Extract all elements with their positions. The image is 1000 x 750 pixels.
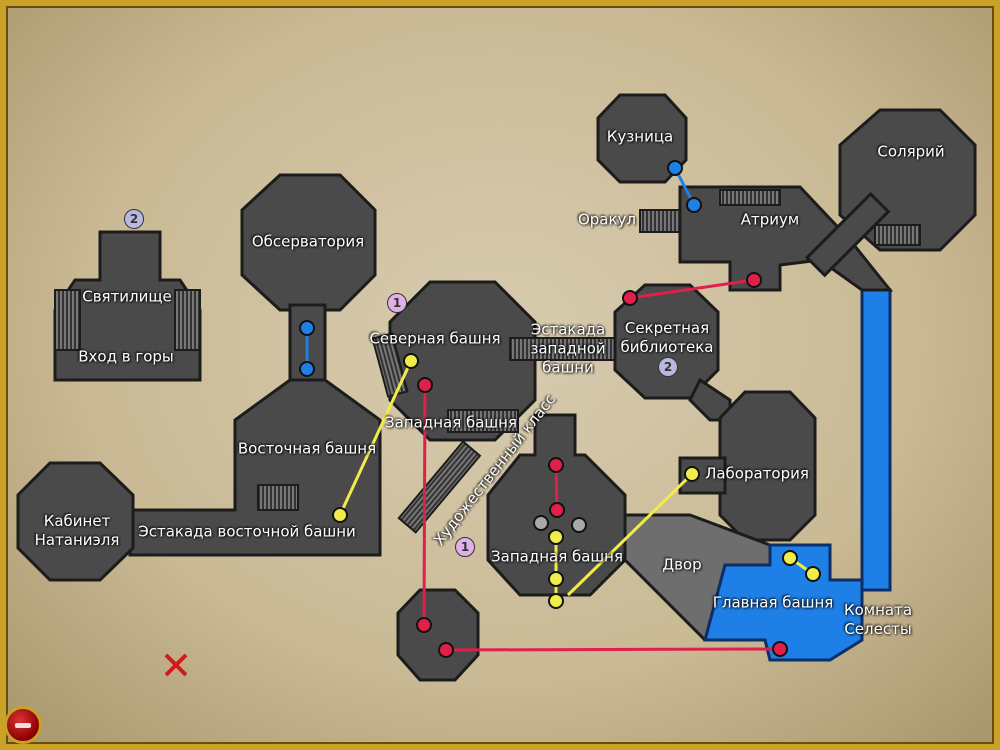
water-channel: [860, 288, 892, 592]
room-forge[interactable]: [596, 93, 688, 184]
label-east-tower-overpass: Эстакада восточной башни: [138, 522, 356, 541]
room-nathaniel-study[interactable]: [16, 461, 135, 582]
solarium-corridor: [804, 191, 891, 278]
label-nathaniel-study: Кабинет Натаниэля: [34, 512, 120, 549]
label-secret-library: Секретная библиотека: [620, 319, 714, 356]
room-sanctuary[interactable]: [53, 230, 202, 382]
laboratory-annex: [678, 456, 727, 495]
stairs: [719, 189, 781, 206]
label-sanctuary: Святилище: [82, 287, 172, 306]
label-solarium: Солярий: [877, 142, 945, 161]
label-selesta-room: Комната Селесты: [843, 601, 913, 638]
stairs: [371, 332, 409, 398]
room-east-tower[interactable]: [128, 378, 382, 557]
level-badge: 2: [658, 357, 678, 377]
label-east-tower: Восточная башня: [237, 439, 377, 458]
room-bottom-tower[interactable]: [396, 588, 480, 682]
label-laboratory: Лаборатория: [705, 464, 809, 483]
art-class-corridor: [397, 440, 482, 534]
label-west-tower-overpass: Эстакада западной башни: [530, 320, 606, 377]
x-mark-icon: [164, 653, 188, 677]
stairs: [447, 409, 519, 433]
minus-icon[interactable]: [4, 706, 42, 744]
room-observatory[interactable]: [240, 173, 377, 312]
label-courtyard: Двор: [662, 555, 702, 574]
label-forge: Кузница: [606, 127, 674, 146]
portal-markers[interactable]: [299, 160, 821, 658]
label-observatory: Обсерватория: [251, 232, 365, 251]
room-laboratory[interactable]: [718, 390, 817, 542]
label-atrium: Атриум: [740, 210, 800, 229]
label-west-tower-upper: Западная башня: [385, 413, 517, 432]
label-main-tower: Главная башня: [712, 593, 834, 612]
stairs: [874, 224, 921, 246]
label-north-tower: Северная башня: [369, 329, 501, 348]
room-main-tower[interactable]: [703, 543, 864, 662]
oracle-corridor: [639, 209, 681, 233]
label-west-tower: Западная башня: [491, 547, 623, 566]
stairs: [257, 484, 299, 511]
label-mountain-entrance: Вход в горы: [78, 347, 174, 366]
level-badge: 2: [124, 209, 144, 229]
label-oracle: Оракул: [577, 210, 637, 229]
level-badge: 1: [455, 537, 475, 557]
level-badge: 1: [387, 293, 407, 313]
